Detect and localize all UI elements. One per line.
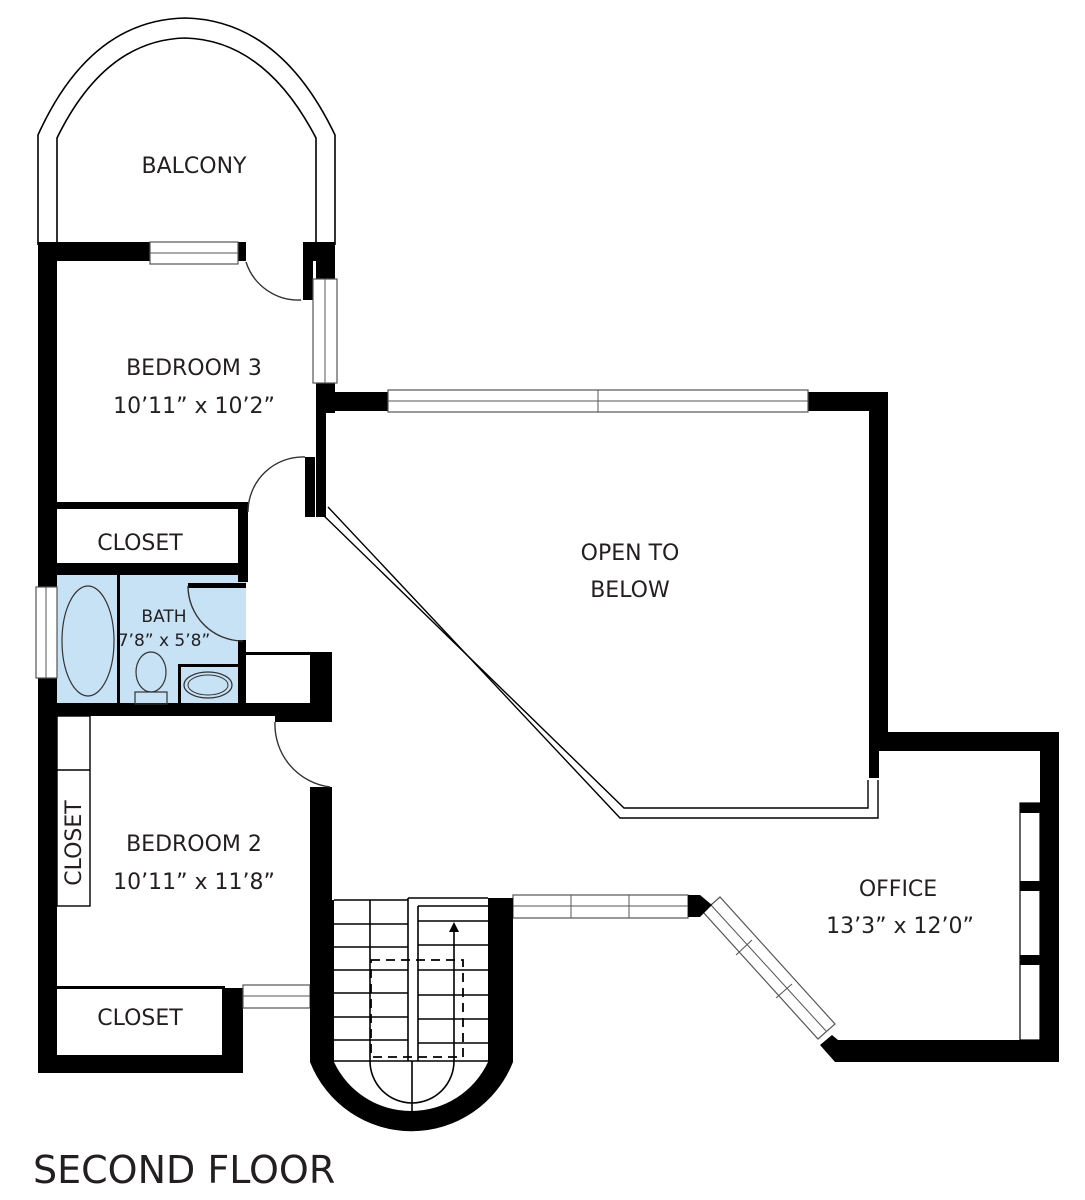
closet-side-outline [56, 715, 91, 907]
room-label-closet-side: CLOSET [62, 800, 87, 886]
balcony-railing [37, 17, 336, 245]
bath-area [57, 574, 246, 704]
room-label-open-line2: BELOW [590, 578, 670, 603]
room-label-bath: BATH [141, 607, 186, 627]
room-dims-bedroom3: 10’11” x 10’2” [113, 394, 275, 419]
staircase [310, 897, 513, 1132]
room-label-closet-lower: CLOSET [97, 1006, 183, 1031]
windows [35, 241, 836, 1040]
room-dims-bedroom2: 10’11” x 11’8” [113, 870, 275, 895]
room-dims-office: 13’3” x 12’0” [826, 914, 974, 939]
room-label-balcony: BALCONY [142, 154, 248, 179]
room-dims-bath: 7’8” x 5’8” [118, 631, 211, 651]
room-label-office: OFFICE [859, 877, 937, 902]
bath-fixtures [61, 585, 233, 705]
room-label-closet-upper: CLOSET [97, 531, 183, 556]
room-label-open-line1: OPEN TO [581, 541, 680, 566]
doors [187, 261, 331, 788]
exterior-walls [38, 242, 1059, 1073]
room-label-bedroom3: BEDROOM 3 [126, 356, 262, 381]
open-to-below-rail [317, 506, 879, 819]
room-label-bedroom2: BEDROOM 2 [126, 832, 262, 857]
floor-title: SECOND FLOOR [33, 1148, 335, 1192]
